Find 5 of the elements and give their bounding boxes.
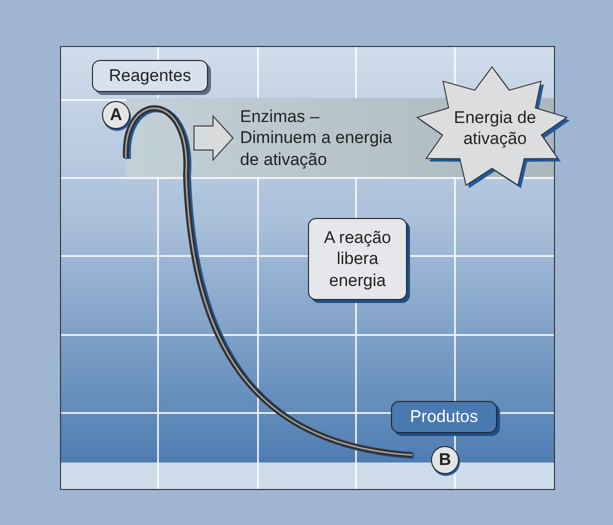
label-box: Produtos [391,401,497,433]
label-box: Reagentes [92,60,208,92]
label-box: A reação libera energia [308,218,407,300]
annotation-text: Enzimas – Diminuem a energia de ativação [233,100,399,176]
block-arrow [194,114,234,162]
